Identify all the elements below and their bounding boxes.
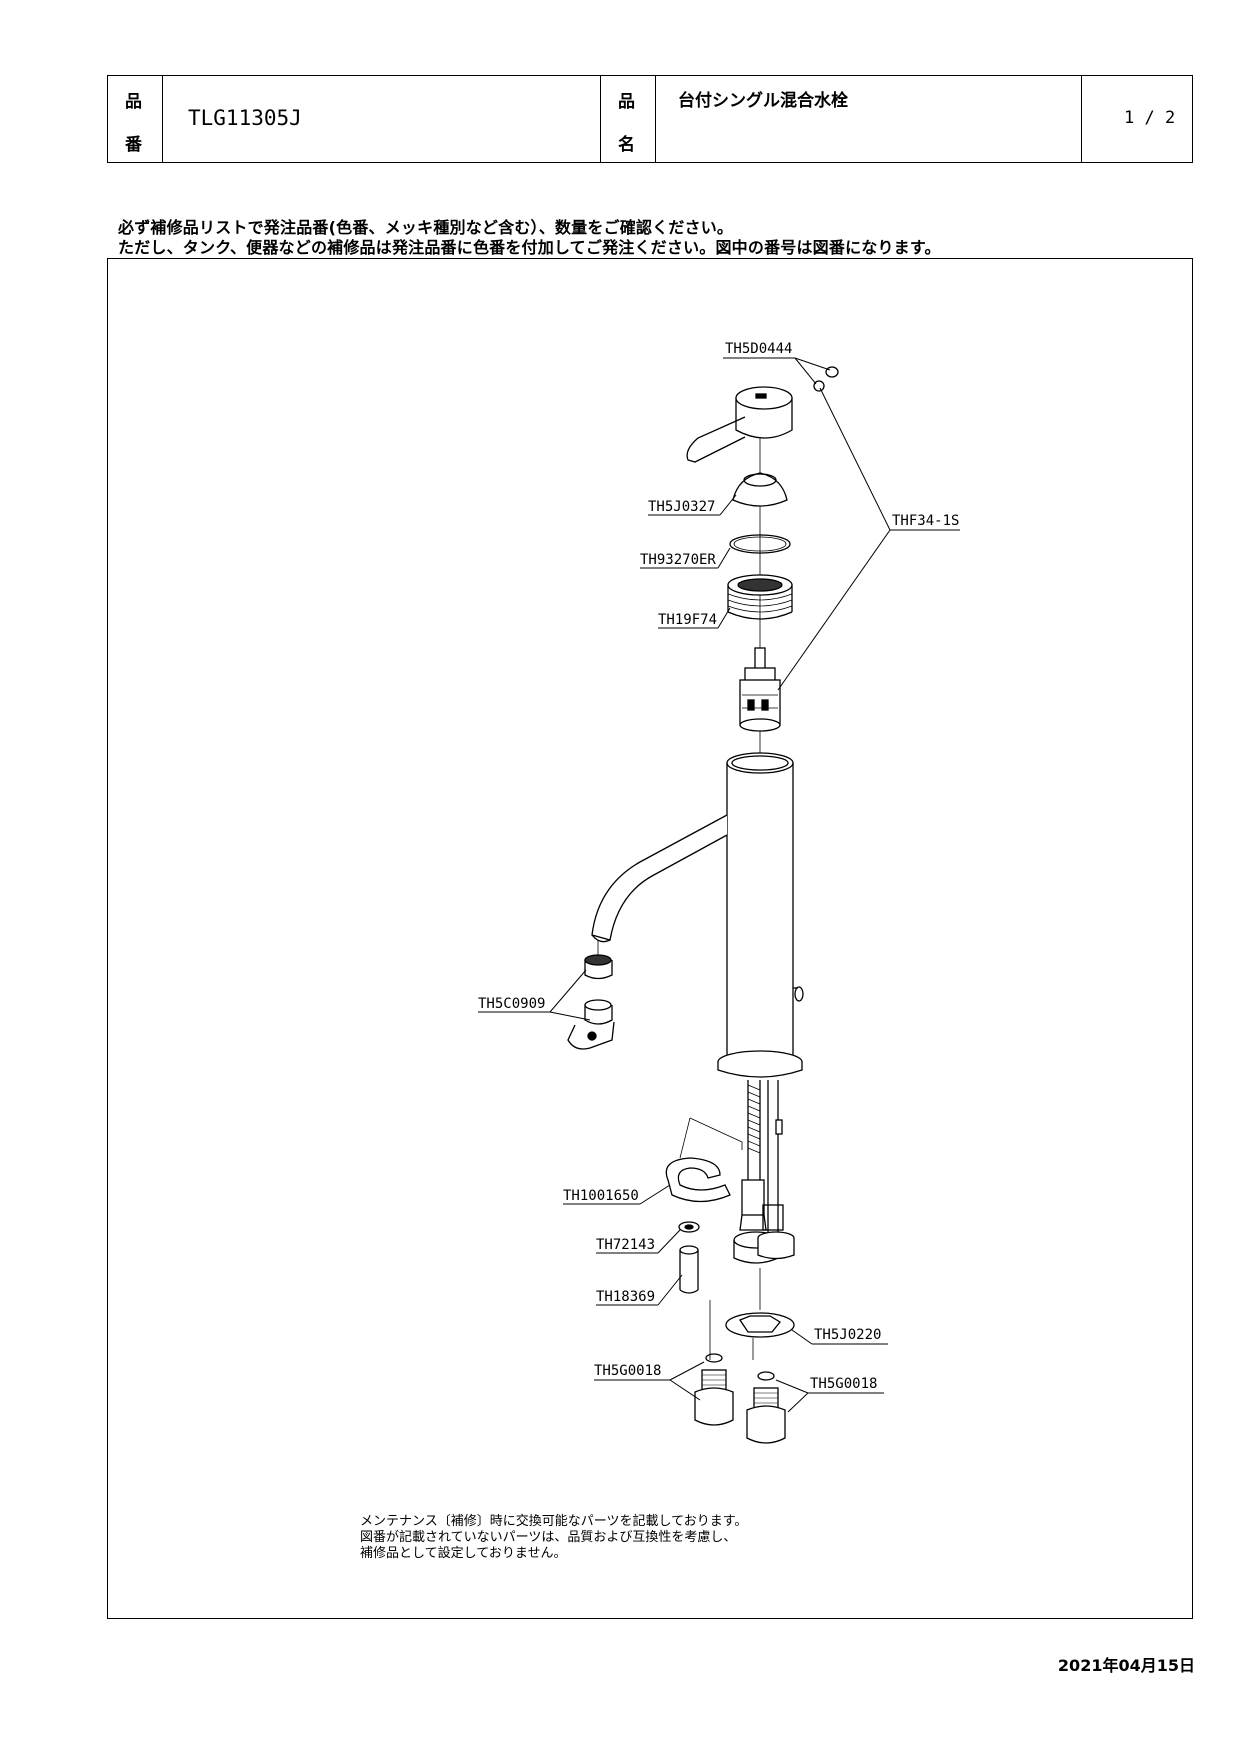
aerator-part [567,954,615,1050]
maintenance-note-line-2: 図番が記載されていないパーツは、品質および互換性を考慮し、 [360,1530,737,1545]
threaded-shank [747,1080,783,1240]
small-washer-part [678,1221,700,1233]
nut-part [727,574,793,620]
supply-hoses [733,1179,795,1264]
label-th5d0444: TH5D0444 [725,341,792,357]
label-th18369: TH18369 [596,1289,655,1305]
part-number: TLG11305J [188,106,302,130]
mounting-plate-part [725,1312,795,1338]
label-th5g0018-left: TH5G0018 [594,1363,661,1379]
label-th1001650: TH1001650 [563,1188,639,1204]
page-number: 1 / 2 [1124,108,1176,128]
product-name-cell: 台付シングル混合水栓 [656,76,1082,162]
label-th93270er: TH93270ER [640,552,716,568]
number-label-bottom: 番 [125,135,142,155]
maintenance-note-line-1: メンテナンス〔補修〕時に交換可能なパーツを記載しております。 [360,1514,748,1529]
set-screw-parts [813,366,839,392]
label-thf34-1s: THF34-1S [892,513,959,529]
diagram-frame [107,258,1193,1619]
label-th5j0220: TH5J0220 [814,1327,881,1343]
order-note-line-2: ただし、タンク、便器などの補修品は発注品番に色番を付加してご発注ください。図中の… [118,238,941,257]
number-label-top: 品 [125,92,142,112]
faucet-body [591,752,804,1078]
spacer-part [679,1245,699,1294]
label-th5c0909: TH5C0909 [478,996,545,1012]
label-th19f74: TH19F74 [658,612,717,628]
o-ring-part [729,534,791,554]
horseshoe-washer-part [665,1117,743,1203]
leader-lines [478,357,960,1413]
maintenance-note-line-3: 補修品として設定しておりません。 [360,1546,567,1561]
handle-lever [686,386,793,463]
number-label-cell: 品 番 [108,76,163,162]
supply-fitting-left [694,1353,734,1426]
cap-part [732,472,788,507]
label-th5j0327: TH5J0327 [648,499,715,515]
issue-date: 2021年04月15日 [1057,1656,1195,1675]
header-table: 品 番 TLG11305J 品 名 台付シングル混合水栓 1 / 2 [107,75,1193,163]
label-th5g0018-right: TH5G0018 [810,1376,877,1392]
name-label-bottom: 名 [618,135,635,155]
cartridge-part [739,647,781,732]
supply-fitting-right [746,1371,786,1444]
product-name: 台付シングル混合水栓 [678,91,848,111]
page-cell: 1 / 2 [1082,76,1193,162]
order-note-line-1: 必ず補修品リストで発注品番(色番、メッキ種別など含む）、数量をご確認ください。 [118,218,734,237]
part-number-cell: TLG11305J [163,76,601,162]
label-th72143: TH72143 [596,1237,655,1253]
name-label-cell: 品 名 [601,76,656,162]
name-label-top: 品 [618,92,635,112]
